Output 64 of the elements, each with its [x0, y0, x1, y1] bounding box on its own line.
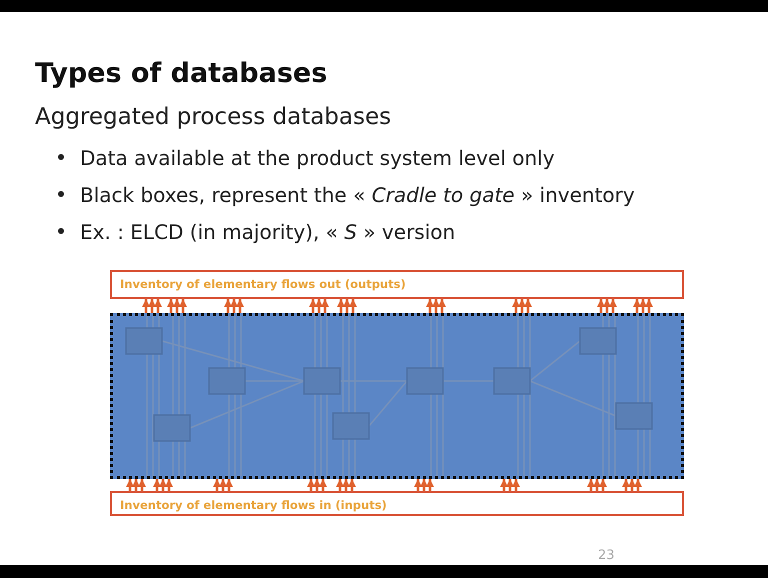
arrow — [126, 479, 134, 491]
arrow — [321, 299, 329, 313]
arrow — [159, 479, 167, 491]
arrow — [500, 479, 508, 491]
arrow — [153, 479, 161, 491]
arrow — [315, 299, 323, 313]
arrow — [337, 299, 345, 313]
input-inventory-box — [110, 491, 684, 516]
arrow — [628, 479, 636, 491]
arrow — [634, 479, 642, 491]
bullet-point: Black boxes, represent the « Cradle to gate » inventory — [80, 183, 635, 207]
arrow — [633, 299, 641, 313]
bullet-point: Ex. : ELCD (in majority), « S » version — [80, 220, 456, 244]
arrow — [426, 479, 434, 491]
arrow — [438, 299, 446, 313]
subtitle: Aggregated process databases — [35, 104, 392, 130]
page-number: 23 — [598, 548, 615, 563]
arrow — [336, 479, 344, 491]
arrow — [420, 479, 428, 491]
arrow — [167, 299, 175, 313]
arrow — [179, 299, 187, 313]
arrow — [599, 479, 607, 491]
arrow — [609, 299, 617, 313]
arrow — [313, 479, 321, 491]
arrow — [639, 299, 647, 313]
arrow — [224, 299, 232, 313]
arrow — [342, 479, 350, 491]
arrow — [225, 479, 233, 491]
arrow — [319, 479, 327, 491]
arrow — [414, 479, 422, 491]
arrow — [309, 299, 317, 313]
arrow — [132, 479, 140, 491]
arrow — [593, 479, 601, 491]
arrow — [349, 299, 357, 313]
arrow — [622, 479, 630, 491]
arrow — [512, 479, 520, 491]
arrow — [213, 479, 221, 491]
arrow — [518, 299, 526, 313]
arrow — [348, 479, 356, 491]
output-inventory-box — [110, 270, 684, 299]
arrow — [645, 299, 653, 313]
arrow — [343, 299, 351, 313]
box-label: Inventory of elementary flows in (inputs) — [120, 498, 387, 512]
arrow — [597, 299, 605, 313]
arrow — [432, 299, 440, 313]
slide-title: Types of databases — [35, 58, 328, 89]
arrow — [524, 299, 532, 313]
arrow — [307, 479, 315, 491]
arrow — [236, 299, 244, 313]
arrow — [512, 299, 520, 313]
arrow — [603, 299, 611, 313]
arrow — [587, 479, 595, 491]
arrow — [173, 299, 181, 313]
arrow — [506, 479, 514, 491]
box-label: Inventory of elementary flows out (outputs) — [120, 277, 406, 291]
arrow — [142, 299, 150, 313]
arrow — [148, 299, 156, 313]
arrow — [138, 479, 146, 491]
arrow — [426, 299, 434, 313]
bullet-point: Data available at the product system level only — [80, 146, 555, 170]
arrow — [219, 479, 227, 491]
arrow — [154, 299, 162, 313]
arrow — [230, 299, 238, 313]
arrow — [165, 479, 173, 491]
